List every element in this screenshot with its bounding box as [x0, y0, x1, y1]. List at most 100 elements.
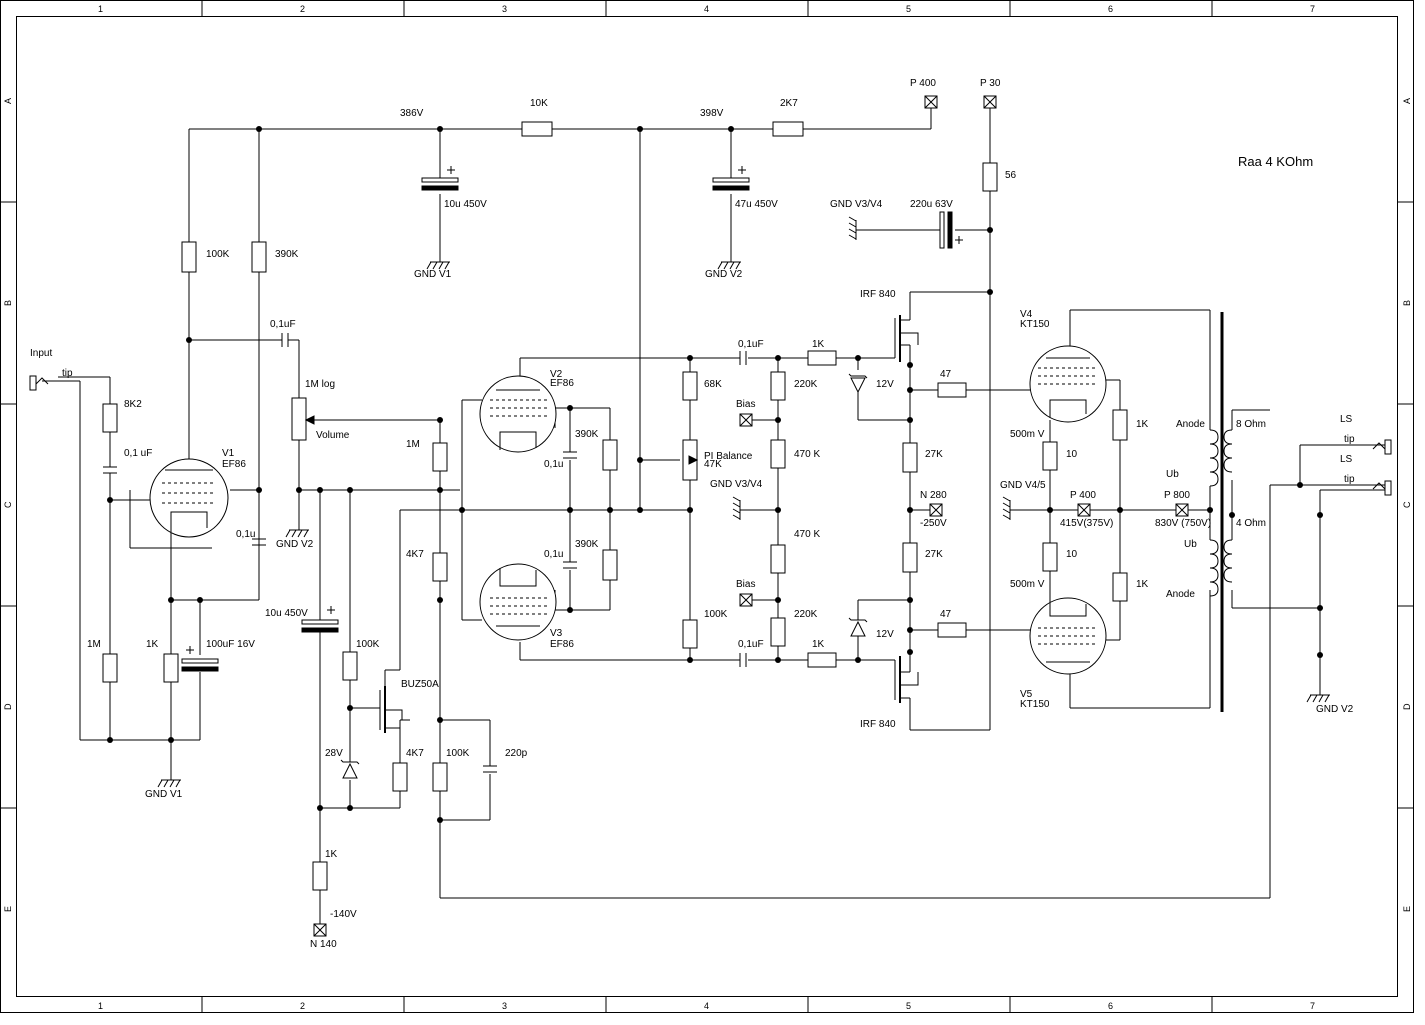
label-ef86-v2: EF86	[550, 378, 574, 389]
label-220k-top: 220K	[794, 379, 818, 390]
label-28v: 28V	[325, 748, 343, 759]
resistor-1k-bottom	[807, 652, 837, 668]
resistor-27k-bottom	[902, 542, 918, 573]
label-p800: P 800	[1164, 490, 1190, 501]
label-386v: 386V	[400, 108, 424, 119]
col-label-top-7: 7	[1310, 4, 1315, 14]
label-gnd-v3v4-top: GND V3/V4	[830, 199, 883, 210]
resistor-4k7-a	[432, 552, 448, 582]
label-10u-450v-mid: 10u 450V	[265, 608, 308, 619]
label-8k2: 8K2	[124, 399, 142, 410]
label-01u-b: 0,1u	[544, 549, 563, 560]
label-100uf-16v: 100uF 16V	[206, 639, 255, 650]
label-volume: Volume	[316, 430, 350, 441]
resistor-100k-feedback	[432, 762, 448, 792]
label-kt150-v5: KT150	[1020, 699, 1050, 710]
resistor-100k-pi	[682, 619, 698, 649]
label-gnd-v3v4-mid: GND V3/V4	[710, 479, 763, 490]
label-10-bottom: 10	[1066, 549, 1078, 560]
diodes	[340, 373, 868, 779]
col-label-bottom-3: 3	[502, 1001, 507, 1011]
terminal-n280-icon	[929, 503, 943, 517]
jacks	[29, 375, 1392, 496]
row-label-right-e: E	[1402, 906, 1412, 912]
label-220p: 220p	[505, 748, 528, 759]
resistor-8k2	[102, 403, 118, 433]
capacitors	[103, 166, 963, 773]
capacitor-10u-mid	[301, 606, 339, 633]
label-390k-b: 390K	[575, 539, 599, 550]
label-398v: 398V	[700, 108, 724, 119]
label-1k-g2-top: 1K	[1136, 419, 1149, 430]
mosfet-irf840-top-icon	[894, 305, 919, 362]
resistor-10-bottom	[1042, 542, 1058, 572]
label-irf840-bottom: IRF 840	[860, 719, 896, 730]
wipers	[304, 415, 699, 465]
label-100k-feedback: 100K	[446, 748, 470, 759]
label-ub-top: Ub	[1166, 469, 1179, 480]
col-label-top-1: 1	[98, 4, 103, 14]
capacitor-10u-top	[421, 166, 459, 191]
label-12v-bottom: 12V	[876, 629, 894, 640]
col-label-top-5: 5	[906, 4, 911, 14]
capacitor-01u-a	[563, 451, 577, 459]
resistor-1k-top	[807, 350, 837, 366]
tube-v5-icon	[1029, 597, 1107, 675]
label-1k-negative: 1K	[325, 849, 338, 860]
label-47u-450v: 47u 450V	[735, 199, 778, 210]
resistor-68k	[682, 371, 698, 401]
resistors	[102, 121, 1128, 891]
row-label-left-e: E	[3, 906, 13, 912]
label-56: 56	[1005, 170, 1017, 181]
row-label-right-d: D	[1402, 703, 1412, 710]
ground-icon	[1306, 684, 1331, 703]
zener-28v-icon	[340, 759, 360, 779]
label-v3: V3	[550, 628, 563, 639]
terminals	[313, 95, 1189, 937]
label-buz50a: BUZ50A	[401, 679, 439, 690]
tube-v2-icon	[479, 375, 557, 453]
label-1k-top: 1K	[812, 339, 825, 350]
row-label-left-b: B	[3, 300, 13, 306]
ground-icon	[285, 519, 310, 538]
terminal-p800-icon	[1175, 503, 1189, 517]
capacitor-01u-b	[563, 561, 577, 569]
label-tip-1: tip	[1344, 434, 1355, 445]
label-100k-pi: 100K	[704, 609, 728, 620]
capacitor-01uf-input	[103, 466, 117, 474]
potentiometer-volume	[291, 397, 307, 441]
capacitor-220u	[939, 211, 963, 249]
label-47k: 47K	[704, 459, 722, 470]
resistor-470k-top	[770, 439, 786, 469]
row-label-left-c: C	[3, 501, 13, 508]
resistor-1k-negative	[312, 861, 328, 891]
col-label-bottom-6: 6	[1108, 1001, 1113, 1011]
row-label-left-a: A	[3, 98, 13, 104]
label-390k-v1: 390K	[275, 249, 299, 260]
ground-icon	[157, 769, 182, 788]
label-27k-top: 27K	[925, 449, 943, 460]
row-label-right-b: B	[1402, 300, 1412, 306]
resistor-470k-bottom	[770, 544, 786, 574]
ground-icon	[426, 251, 451, 270]
tube-v1-icon	[149, 458, 229, 538]
zener-12v-bottom-icon	[848, 617, 868, 637]
label-415v: 415V(375V)	[1060, 518, 1113, 529]
label-01uf-input: 0,1 uF	[124, 448, 152, 459]
output-jack-8ohm-icon	[1372, 439, 1392, 455]
label-390k-a: 390K	[575, 429, 599, 440]
label-47-top: 47	[940, 369, 952, 380]
label-01uf-bottom: 0,1uF	[738, 639, 764, 650]
terminal-n140-icon	[313, 923, 327, 937]
label-8-ohm: 8 Ohm	[1236, 419, 1266, 430]
capacitor-100uf	[181, 646, 219, 672]
label-bias-top: Bias	[736, 399, 755, 410]
label-2k7: 2K7	[780, 98, 798, 109]
col-label-bottom-4: 4	[704, 1001, 709, 1011]
resistor-1k-g2-bottom	[1112, 572, 1128, 602]
ground-icon	[732, 496, 751, 521]
label-p30: P 30	[980, 78, 1001, 89]
resistor-10-top	[1042, 441, 1058, 471]
